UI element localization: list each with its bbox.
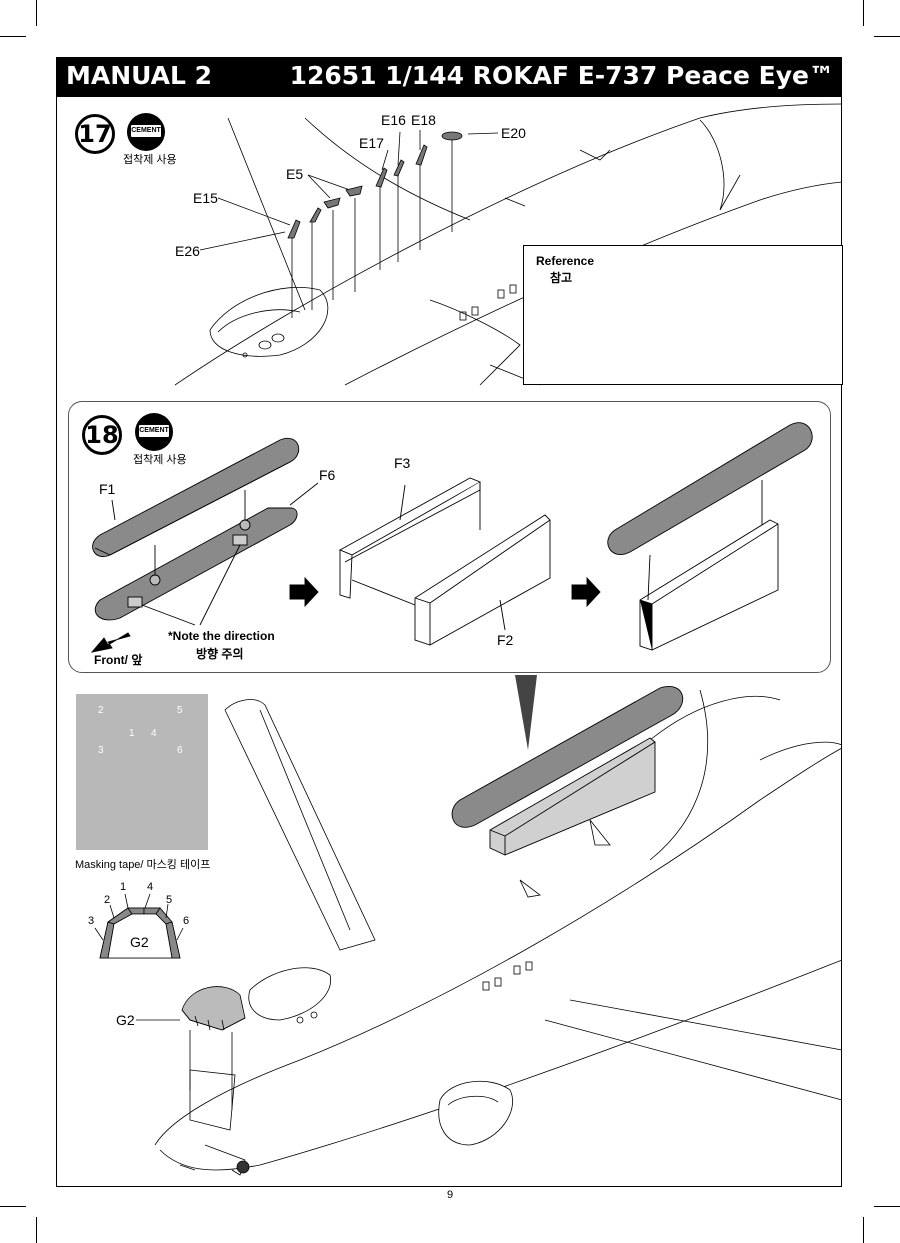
step17-fuselage-drawing <box>174 103 843 386</box>
crop-mark <box>36 1217 37 1243</box>
next-arrow-1 <box>289 576 319 608</box>
part-label-e17: E17 <box>359 135 384 151</box>
cement-note: 접착제 사용 <box>133 454 187 466</box>
crop-mark <box>863 0 864 26</box>
part-label-f6: F6 <box>319 467 336 483</box>
crop-mark <box>874 36 900 37</box>
part-f1-dome <box>92 437 300 558</box>
cement-label: CEMENT <box>139 427 169 434</box>
front-label: Front/ 앞 <box>94 653 143 667</box>
reference-title: Reference <box>536 254 595 268</box>
note-direction-ko: 방향 주의 <box>196 647 244 661</box>
mask-number-6: 6 <box>177 745 183 756</box>
g2-number-3: 3 <box>88 915 95 927</box>
part-label-e20: E20 <box>501 125 526 141</box>
cement-icon: CEMENT <box>127 113 165 151</box>
cement-icon: CEMENT <box>135 413 173 451</box>
step17-leader-lines <box>199 130 499 318</box>
g2-number-4: 4 <box>147 881 154 893</box>
crop-mark <box>36 0 37 26</box>
step-18-panel <box>68 401 831 673</box>
cement-note: 접착제 사용 <box>123 154 177 166</box>
reference-inset: Reference 참고 <box>523 245 843 385</box>
g2-number-6: 6 <box>183 915 190 927</box>
part-f6-plate <box>94 482 319 626</box>
part-f3-f2-walls <box>338 477 551 646</box>
part-label-f2: F2 <box>497 632 514 648</box>
step-18-number: 18 <box>82 415 122 455</box>
part-label-f1: F1 <box>99 481 116 497</box>
g2-number-5: 5 <box>166 894 173 906</box>
part-label-f3: F3 <box>394 455 411 471</box>
g2-number-2: 2 <box>104 894 111 906</box>
g2-diagram <box>94 893 184 959</box>
part-label-e26: E26 <box>175 243 200 259</box>
masking-tape-sheet <box>76 694 208 850</box>
crop-mark <box>0 36 26 37</box>
crop-mark <box>874 1206 900 1207</box>
step17-parts <box>287 131 463 239</box>
aircraft-drawing <box>154 689 843 1176</box>
mask-number-4: 4 <box>151 728 157 739</box>
kit-title: 12651 1/144 ROKAF E-737 Peace Eye™ <box>289 61 834 90</box>
crop-mark <box>0 1206 26 1207</box>
mask-number-2: 2 <box>98 705 104 716</box>
mask-number-1: 1 <box>129 728 135 739</box>
pointer-arrow <box>515 675 537 750</box>
installed-pod <box>451 686 684 856</box>
part-label-e15: E15 <box>193 190 218 206</box>
part-label-g2: G2 <box>116 1012 135 1028</box>
reference-subtitle: 참고 <box>550 271 573 285</box>
header-bar: MANUAL 2 12651 1/144 ROKAF E-737 Peace E… <box>56 57 842 97</box>
mask-number-3: 3 <box>98 745 104 756</box>
g2-diagram-label: G2 <box>130 934 149 950</box>
masking-caption: Masking tape/ 마스킹 테이프 <box>75 859 211 871</box>
part-label-e16: E16 <box>381 112 406 128</box>
note-direction: *Note the direction <box>168 629 275 643</box>
next-arrow-2 <box>571 576 601 608</box>
front-arrow <box>90 632 131 653</box>
crop-mark <box>863 1217 864 1243</box>
page-number: 9 <box>446 1189 454 1201</box>
part-g2-canopy <box>136 986 246 1031</box>
manual-title: MANUAL 2 <box>66 61 213 90</box>
g2-number-1: 1 <box>120 881 127 893</box>
part-label-e5: E5 <box>286 166 304 182</box>
mask-number-5: 5 <box>177 705 183 716</box>
step-17-number: 17 <box>75 114 115 154</box>
part-label-e18: E18 <box>411 112 436 128</box>
step18-drawing <box>90 422 813 653</box>
cement-label: CEMENT <box>131 127 161 134</box>
part-assembled-pod <box>607 422 813 651</box>
